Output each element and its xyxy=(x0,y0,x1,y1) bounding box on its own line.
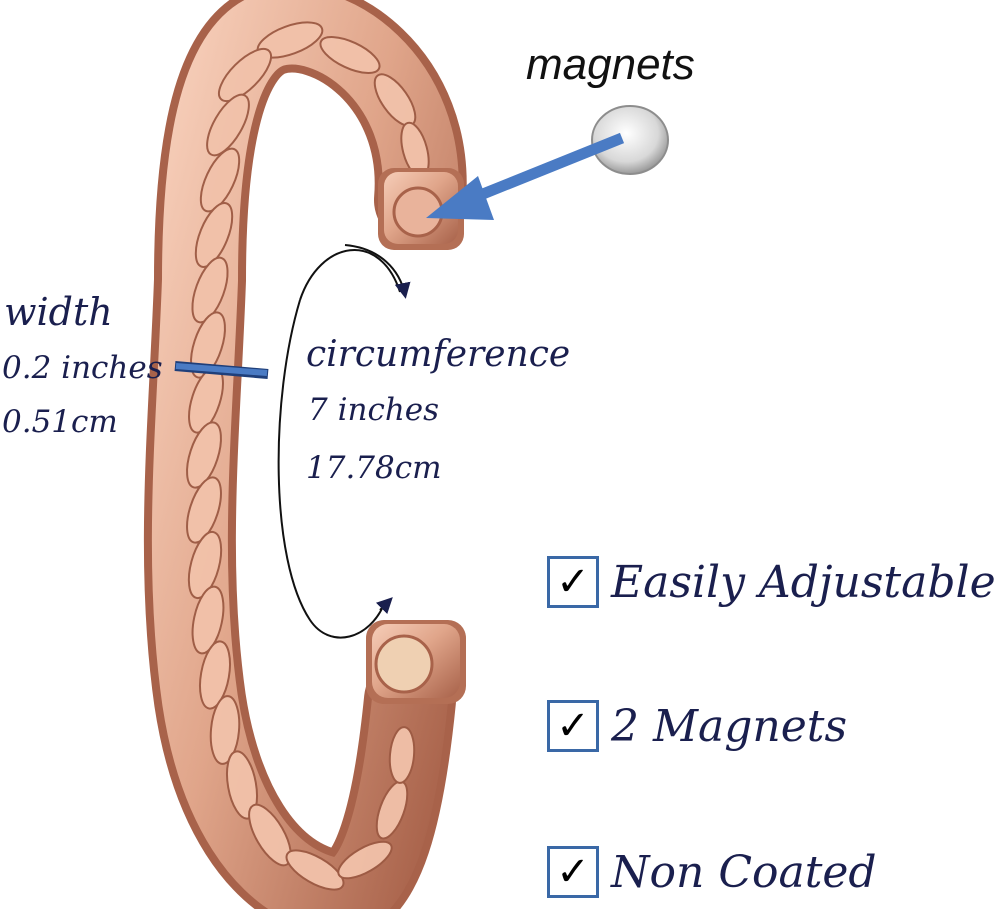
magnet-arrow xyxy=(426,132,625,220)
circumference-inches: 7 inches xyxy=(308,392,440,428)
circumference-title: circumference xyxy=(306,334,571,375)
bottom-end-cap xyxy=(366,620,466,704)
top-end-cap xyxy=(378,168,464,250)
feature-non-coated: ✓ Non Coated xyxy=(547,842,877,902)
circumference-arc-arrow xyxy=(277,244,411,639)
checkbox-icon: ✓ xyxy=(547,556,599,608)
width-title: width xyxy=(4,290,113,334)
checkmark-icon: ✓ xyxy=(556,559,590,605)
feature-2-magnets: ✓ 2 Magnets xyxy=(547,696,847,756)
bracelet-band xyxy=(143,0,467,909)
feature-label: 2 Magnets xyxy=(611,700,848,752)
checkbox-icon: ✓ xyxy=(547,846,599,898)
width-measure-bar xyxy=(174,361,269,379)
checkmark-icon: ✓ xyxy=(556,703,590,749)
feature-label: Easily Adjustable xyxy=(611,556,996,608)
checkmark-icon: ✓ xyxy=(556,849,590,895)
checkbox-icon: ✓ xyxy=(547,700,599,752)
circumference-cm: 17.78cm xyxy=(306,450,442,486)
magnet-disc xyxy=(591,105,669,175)
feature-label: Non Coated xyxy=(611,846,877,898)
width-cm: 0.51cm xyxy=(2,404,118,440)
width-inches: 0.2 inches xyxy=(2,350,163,386)
magnets-label: magnets xyxy=(526,40,695,89)
feature-easily-adjustable: ✓ Easily Adjustable xyxy=(547,552,996,612)
